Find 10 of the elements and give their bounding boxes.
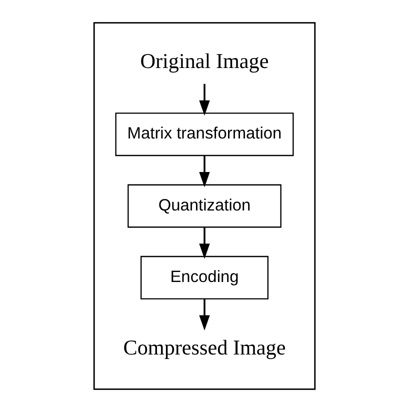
node-box: Encoding: [140, 256, 268, 300]
arrow: [198, 156, 210, 188]
node-box: Quantization: [127, 184, 281, 228]
node-box: Matrix transformation: [114, 112, 294, 156]
arrow: [198, 227, 210, 259]
node-text: Compressed Image: [122, 335, 286, 360]
node-text: Original Image: [140, 48, 268, 73]
cluster: [92, 22, 316, 390]
arrow: [198, 84, 210, 116]
arrow: [198, 298, 210, 331]
